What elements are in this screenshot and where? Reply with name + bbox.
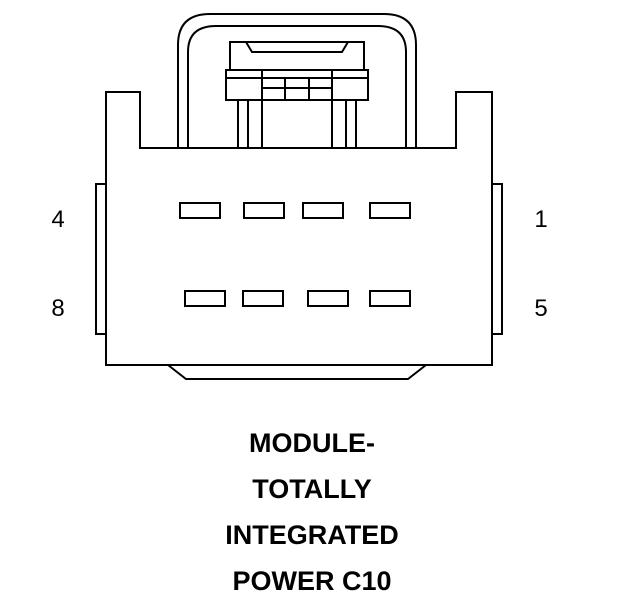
bottom-tab [167,364,427,380]
latch-cap-ridge [245,41,349,53]
connector-caption: MODULE- TOTALLY INTEGRATED POWER C10 [0,420,624,604]
caption-line: MODULE- [249,428,375,458]
left-side-guide [95,183,106,335]
cavity-row-bottom [184,290,411,307]
cavity [369,290,411,307]
caption-line: TOTALLY [252,474,372,504]
pin-label-8: 8 [51,295,64,322]
cavity [242,290,284,307]
cavity [307,290,349,307]
right-side-guide [492,183,503,335]
connector-body [95,13,503,380]
locking-latch-outer [177,13,417,148]
cavity-row-top [179,202,411,219]
cavity [179,202,221,219]
cavity [369,202,411,219]
pin-label-1: 1 [534,206,547,233]
latch-cap [229,41,365,71]
caption-line: POWER C10 [232,566,392,596]
caption-line: INTEGRATED [225,520,399,550]
housing-outline [105,91,493,366]
cavity [184,290,226,307]
cavity [302,202,344,219]
locking-latch-inner [187,25,407,148]
pin-label-4: 4 [51,206,64,233]
pin-label-5: 5 [534,295,547,322]
latch-base [225,69,369,101]
cavity [243,202,285,219]
